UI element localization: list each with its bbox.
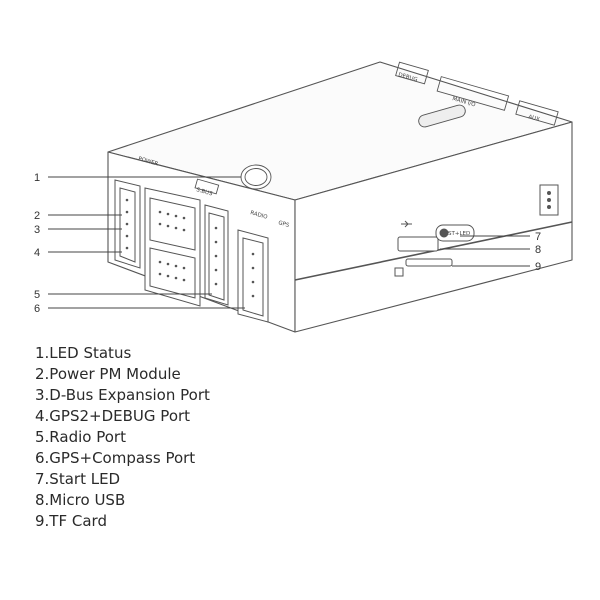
debug-label: DEBUG: [397, 72, 418, 83]
aux-label: AUX: [527, 114, 540, 123]
callout-7: 7: [535, 231, 541, 243]
micro-usb-slot: [397, 236, 439, 252]
callout-1: 1: [34, 172, 40, 184]
callout-2: 2: [34, 210, 40, 222]
legend-list: 1.LED Status 2.Power PM Module 3.D-Bus E…: [35, 343, 210, 532]
callout-6: 6: [34, 303, 40, 315]
legend-item-tf-card: 9.TF Card: [35, 512, 107, 530]
sbus-label: S.BUS: [195, 187, 213, 197]
callout-5: 5: [34, 289, 40, 301]
small-indicator: [394, 267, 404, 277]
gps-port: [237, 229, 269, 323]
legend-item-start-led: 7.Start LED: [35, 470, 121, 488]
st-led-label: ST+LED: [448, 231, 470, 237]
legend-item-radio-port: 5.Radio Port: [35, 428, 126, 446]
callout-3: 3: [34, 224, 40, 236]
sbus-label-box: [194, 178, 220, 195]
debug-box: [395, 61, 429, 85]
aux-box: [515, 100, 559, 126]
legend-item-gps-compass-port: 6.GPS+Compass Port: [35, 449, 196, 467]
callout-9: 9: [535, 261, 541, 273]
top-face-details: [194, 61, 559, 195]
usb-symbol: [401, 220, 412, 228]
right-face: [294, 121, 573, 333]
legend-item-power-pm-module: 2.Power PM Module: [35, 365, 181, 383]
right-face-details: [294, 184, 573, 281]
leader-lines: [48, 176, 530, 309]
gps-label: GPS: [277, 220, 290, 229]
power-label: POWER: [137, 156, 158, 167]
legend-item-led-status: 1.LED Status: [35, 344, 132, 362]
tf-card-slot: [405, 258, 453, 267]
legend-item-d-bus-expansion-port: 3.D-Bus Expansion Port: [35, 386, 210, 404]
legend-item-gps2-debug-port: 4.GPS2+DEBUG Port: [35, 407, 191, 425]
pixhawk-logo: [418, 104, 466, 128]
callout-8: 8: [535, 244, 541, 256]
gps-compass-port: [144, 187, 201, 307]
callout-4: 4: [34, 247, 40, 259]
connector-pins: [125, 198, 255, 298]
legend-item-micro-usb: 8.Micro USB: [35, 491, 126, 509]
device-diagram: POWER S.BUS RADIO GPS MAIN I/O AUX DEBUG…: [34, 61, 573, 333]
main-io-box: [436, 76, 510, 111]
radio-label: RADIO: [249, 210, 268, 221]
